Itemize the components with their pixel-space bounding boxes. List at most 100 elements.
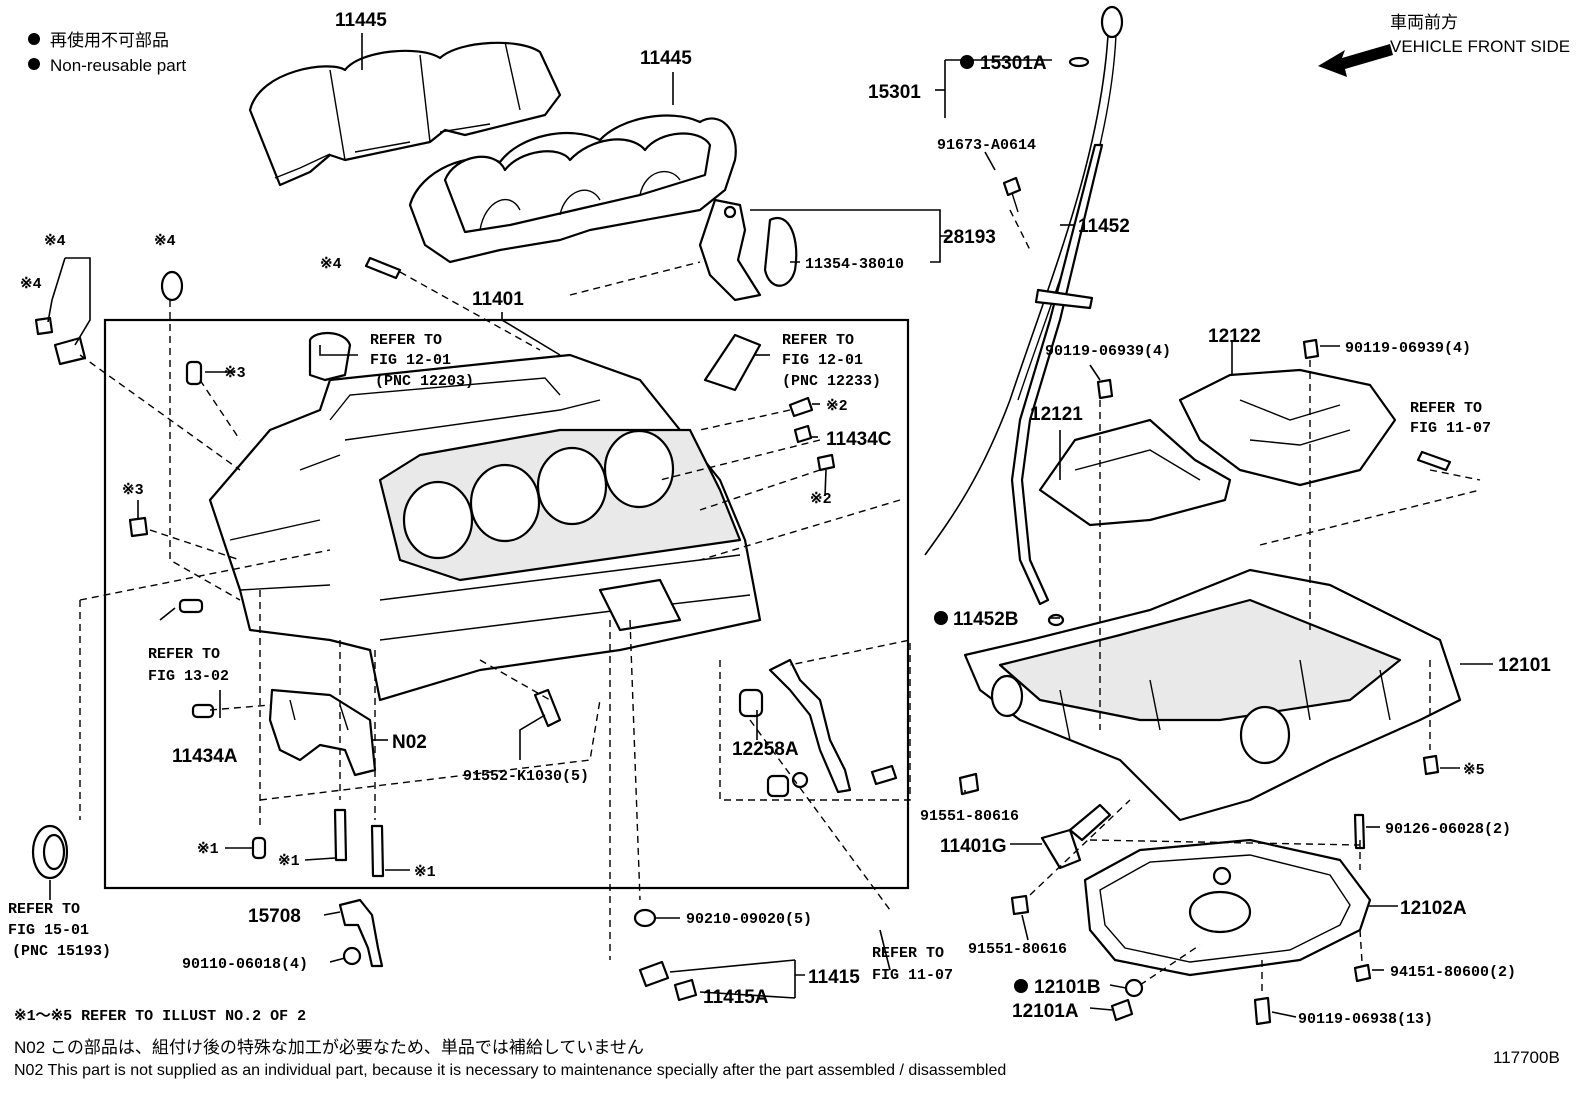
label-m4c: ※4 [154, 233, 176, 250]
pan-bolts [1096, 338, 1452, 472]
label-90119-l: 90119-06939(4) [1045, 343, 1171, 360]
drain-gasket-icon [1124, 978, 1144, 998]
label-15301a: 15301A [980, 53, 1047, 74]
oil-level-gauge-guide [1010, 143, 1104, 606]
label-m5: ※5 [1463, 762, 1485, 779]
refer-11-07-bot-a: REFER TO [872, 945, 944, 962]
legend-jp-text: 再使用不可部品 [50, 30, 169, 50]
sensor-15708 [338, 898, 384, 968]
label-12101b: 12101B [1034, 977, 1101, 998]
label-n02: N02 [392, 732, 427, 753]
refer-12-01-b-line3: (PNC 12233) [782, 373, 881, 390]
label-pin-2a: ※2 [826, 398, 848, 415]
label-stud-4: ※4 [320, 256, 342, 273]
refer-11-07-top-a: REFER TO [1410, 400, 1482, 417]
label-m3: ※3 [122, 482, 144, 499]
non-reusable-dot [934, 611, 948, 625]
oil-pan-lower [1083, 838, 1372, 977]
label-11452b: 11452B [953, 609, 1019, 630]
label-90126: 90126-06028(2) [1385, 821, 1511, 838]
label-m1a: ※1 [197, 841, 219, 858]
label-pin-3: ※3 [224, 365, 246, 382]
refer-13-02-b: FIG 13-02 [148, 668, 229, 685]
refer-12-01-a-line3: (PNC 12203) [375, 373, 474, 390]
label-15301: 15301 [868, 82, 921, 103]
note-reference: ※1～※5 REFER TO ILLUST NO.2 OF 2 [14, 1008, 306, 1025]
refer-12-01-b-line1: REFER TO [782, 332, 854, 349]
label-11434c: 11434C [826, 429, 892, 450]
figure-id: 117700B [1493, 1048, 1560, 1067]
dipstick-bolt-icon [1002, 176, 1022, 213]
rear-oil-seal [31, 824, 69, 880]
baffle-12121 [1038, 418, 1232, 527]
non-reusable-dot [1014, 979, 1028, 993]
label-91552: 91552-K1030(5) [463, 768, 589, 785]
legend: 再使用不可部品 Non-reusable part [28, 30, 186, 75]
part-labels: 11445 11445 11401 15301A 15301 91673-A06… [8, 10, 1551, 1028]
label-11415a: 11415A [703, 987, 769, 1008]
label-91551-b: 91551-80616 [968, 941, 1067, 958]
tube-oring-icon [1047, 613, 1065, 627]
nut-80600-icon [1353, 963, 1372, 983]
label-12122: 12122 [1208, 326, 1261, 347]
stud-06028-icon [1353, 813, 1366, 850]
front-arrow-icon [1318, 44, 1393, 77]
label-11415: 11415 [808, 967, 860, 988]
label-15708: 15708 [248, 906, 301, 927]
refer-15-01-a: REFER TO [8, 901, 80, 918]
label-12101: 12101 [1498, 655, 1551, 676]
bolt-80616-a-icon [958, 772, 980, 796]
label-m4b: ※4 [20, 276, 42, 293]
front-side-jp: 車両前方 [1390, 13, 1458, 32]
refer-12-01-a-line1: REFER TO [370, 332, 442, 349]
drain-plug-icon [1110, 998, 1134, 1022]
label-12101a: 12101A [1012, 1001, 1079, 1022]
label-11445-a: 11445 [335, 10, 387, 31]
sensor-11401g [1040, 803, 1112, 870]
refer-11-07-bot-b: FIG 11-07 [872, 967, 953, 984]
cylinder-block [208, 353, 762, 702]
label-90119-06938: 90119-06938(13) [1298, 1011, 1433, 1028]
note-n02-en: N02 This part is not supplied as an indi… [14, 1062, 1006, 1079]
label-11452: 11452 [1078, 216, 1130, 237]
bearing-cap [268, 688, 377, 777]
cylinder-liner-set-b [408, 114, 737, 264]
baffle-12122 [1178, 368, 1397, 487]
non-reusable-dot [960, 55, 974, 69]
assembly-lines [79, 209, 1481, 995]
label-m4a: ※4 [44, 233, 66, 250]
label-94151: 94151-80600(2) [1390, 964, 1516, 981]
legend-en-text: Non-reusable part [50, 56, 186, 75]
label-11434a: 11434A [172, 746, 238, 767]
bolt-80616-b-icon [1010, 894, 1030, 916]
label-28193: 28193 [943, 227, 996, 248]
vehicle-front-indicator: 車両前方 VEHICLE FRONT SIDE [1318, 13, 1570, 77]
cylinder-liner-set-a [248, 41, 562, 187]
label-pin-2b: ※2 [810, 491, 832, 508]
leader-lines [47, 33, 1493, 1018]
refer-15-01-b: FIG 15-01 [8, 922, 89, 939]
refer-12-01-a-line2: FIG 12-01 [370, 352, 451, 369]
note-n02-jp: N02 この部品は、組付け後の特殊な加工が必要なため、単品では補給していません [14, 1038, 644, 1057]
front-side-en: VEHICLE FRONT SIDE [1390, 37, 1570, 56]
oil-pan-upper [963, 568, 1462, 822]
block-fasteners [34, 256, 836, 878]
label-12102a: 12102A [1400, 898, 1467, 919]
label-m1b: ※1 [278, 853, 300, 870]
label-90210: 90210-09020(5) [686, 911, 812, 928]
oil-jet-assembly [738, 658, 898, 798]
label-12258a: 12258A [732, 739, 799, 760]
block-assembly-frame [103, 318, 910, 890]
label-90110: 90110-06018(4) [182, 956, 308, 973]
dipstick-oring-icon [1068, 56, 1090, 68]
refer-11-07-top-b: FIG 11-07 [1410, 420, 1491, 437]
label-11401g: 11401G [940, 836, 1007, 857]
pan-bolt-5-icon [1422, 754, 1440, 776]
label-11445-b: 11445 [640, 48, 692, 69]
label-91673: 91673-A0614 [937, 137, 1036, 154]
label-11354: 11354-38010 [805, 256, 904, 273]
label-m1c: ※1 [414, 864, 436, 881]
label-11401: 11401 [472, 289, 524, 310]
bracket-assembly [698, 198, 798, 302]
